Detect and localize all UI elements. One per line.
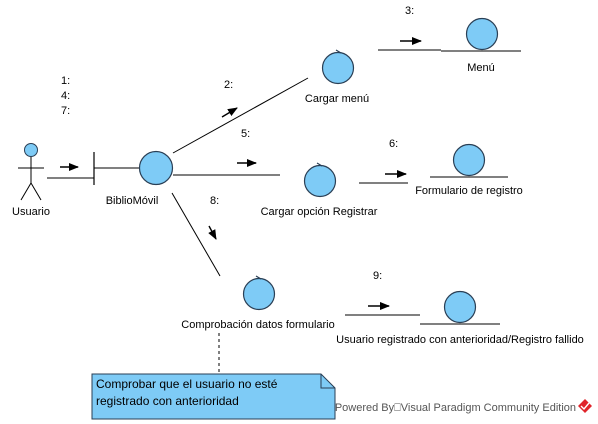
control-icon [303, 162, 337, 198]
boundary-icon [93, 150, 174, 186]
note-shape [91, 373, 336, 420]
boundary-label: BiblioMóvil [106, 195, 159, 207]
note[interactable]: Comprobar que el usuario no esté registr… [91, 333, 336, 420]
control-label: Cargar menú [305, 93, 369, 105]
message-label-3: 3: [405, 5, 414, 17]
links [47, 49, 441, 316]
entity-label: Usuario registrado con anterioridad/Regi… [336, 334, 584, 346]
entity-icon [441, 17, 521, 52]
message-label-2: 2: [224, 79, 233, 91]
control-cargar-menu[interactable]: Cargar menú [305, 49, 369, 105]
message-labels: 1: 4: 7: 2: 3: 5: 6: 8: 9: [61, 5, 414, 282]
control-comprobacion-datos-formulario[interactable]: Comprobación datos formulario [181, 275, 335, 331]
message-label-6: 6: [389, 138, 398, 150]
entity-usuario-registrado[interactable]: Usuario registrado con anterioridad/Regi… [336, 290, 584, 347]
link-bibliomovil-comprobacion[interactable] [171, 192, 221, 277]
watermark: Powered By⎕Visual Paradigm Community Edi… [335, 399, 592, 414]
control-icon [242, 275, 276, 311]
message-label-7: 7: [61, 105, 70, 117]
actor-usuario[interactable]: Usuario [12, 143, 50, 219]
note-text-line-2: registrado con anterioridad [96, 394, 239, 408]
entity-menu[interactable]: Menú [441, 17, 521, 75]
message-label-1: 1: [61, 75, 70, 87]
entity-icon [420, 290, 500, 325]
watermark-text: Powered By⎕Visual Paradigm Community Edi… [335, 402, 576, 414]
message-label-8: 8: [210, 195, 219, 207]
visual-paradigm-logo-icon [578, 399, 592, 413]
message-label-9: 9: [373, 270, 382, 282]
boundary-bibliomovil[interactable]: BiblioMóvil [93, 150, 174, 208]
message-label-4: 4: [61, 90, 70, 102]
message-arrow-2[interactable] [221, 107, 238, 118]
note-fold [320, 374, 335, 389]
message-arrow-8[interactable] [208, 225, 217, 240]
entity-formulario-de-registro[interactable]: Formulario de registro [415, 143, 523, 198]
control-label: Cargar opción Registrar [261, 206, 378, 218]
link-bibliomovil-cargar-menu[interactable] [172, 77, 309, 154]
actor-stick-figure-icon [18, 143, 44, 201]
control-icon [321, 49, 355, 85]
entity-label: Menú [467, 62, 495, 74]
control-label: Comprobación datos formulario [181, 319, 334, 331]
entity-label: Formulario de registro [415, 185, 523, 197]
entity-icon [430, 143, 508, 178]
message-label-5: 5: [241, 128, 250, 140]
actor-label: Usuario [12, 206, 50, 218]
message-arrows [60, 37, 422, 310]
note-text-line-1: Comprobar que el usuario no esté [96, 377, 278, 391]
control-cargar-opcion-registrar[interactable]: Cargar opción Registrar [261, 162, 378, 218]
